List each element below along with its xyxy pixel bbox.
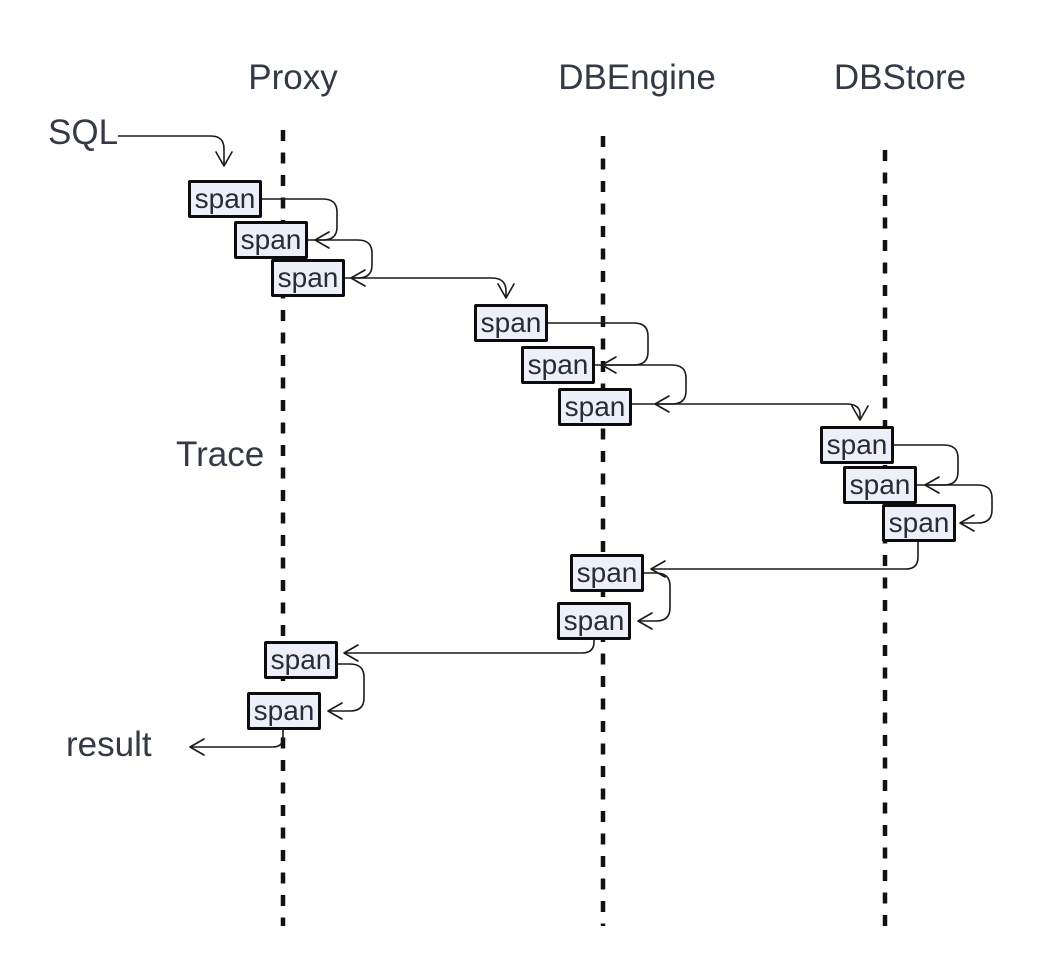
span-box-proxy-5: span bbox=[247, 692, 321, 730]
lane-header-proxy: Proxy bbox=[248, 58, 338, 97]
span-box-dbengine-4: span bbox=[570, 554, 644, 592]
arrow-proxy-span5-to-result bbox=[189, 730, 284, 756]
span-box-dbstore-2: span bbox=[843, 466, 917, 504]
span-box-dbengine-2: span bbox=[521, 346, 595, 384]
arrow-sql-to-proxy-span1 bbox=[118, 135, 233, 167]
span-box-proxy-4: span bbox=[264, 641, 338, 679]
span-box-proxy-1: span bbox=[188, 180, 262, 218]
span-box-dbengine-1: span bbox=[474, 304, 548, 342]
lane-header-dbengine: DBEngine bbox=[558, 58, 716, 97]
sql-label: SQL bbox=[48, 113, 119, 152]
span-box-dbengine-5: span bbox=[557, 602, 631, 640]
span-box-dbstore-1: span bbox=[820, 426, 894, 464]
result-label: result bbox=[66, 725, 152, 764]
lane-header-dbstore: DBStore bbox=[833, 58, 967, 97]
arrow-dbengine-span4-to-span5 bbox=[637, 572, 671, 630]
arrow-proxy-span4-to-span5 bbox=[327, 663, 365, 720]
arrow-dbengine-span3-to-dbstore-span1 bbox=[632, 403, 869, 421]
span-box-proxy-2: span bbox=[234, 221, 308, 259]
trace-label: Trace bbox=[176, 435, 265, 474]
arrow-proxy-span3-to-dbengine-span1 bbox=[345, 277, 515, 299]
span-box-proxy-3: span bbox=[271, 259, 345, 297]
span-box-dbengine-3: span bbox=[558, 388, 632, 426]
arrow-dbengine-span5-return-to-proxy-span4 bbox=[343, 640, 595, 662]
span-box-dbstore-3: span bbox=[882, 504, 956, 542]
arrow-dbstore-span3-return-to-dbengine-span4 bbox=[650, 542, 919, 578]
arrow-dbstore-span2-to-span3 bbox=[917, 484, 993, 532]
